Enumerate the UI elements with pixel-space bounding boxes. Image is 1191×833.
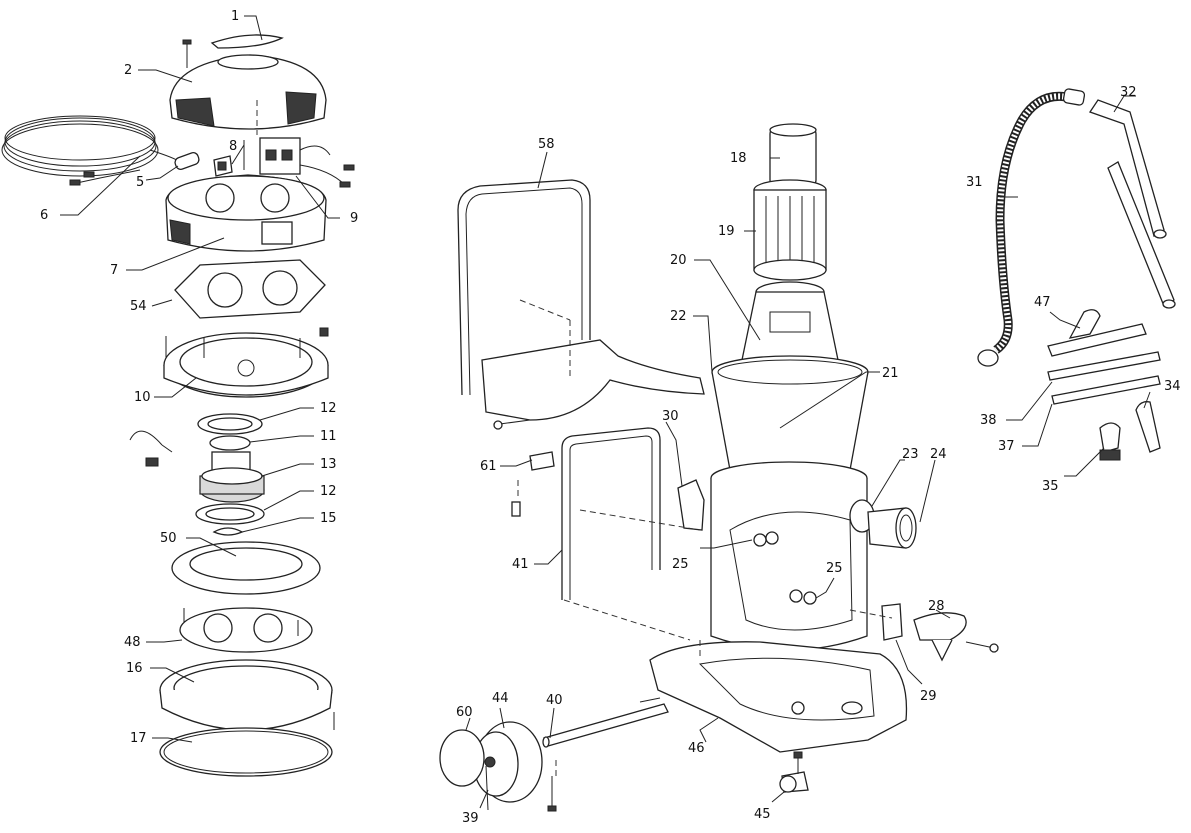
label-21: 21 <box>882 366 899 381</box>
label-17: 17 <box>130 731 147 746</box>
screw-handle <box>493 419 531 430</box>
label-31: 31 <box>966 175 983 190</box>
part-40-axle <box>542 703 669 748</box>
label-34: 34 <box>1164 379 1181 394</box>
label-10: 10 <box>134 390 151 405</box>
part-38-squeegee-strip <box>1047 351 1161 381</box>
motor-brush-leads <box>129 430 173 467</box>
part-48-filter-plate <box>179 607 313 653</box>
part-2-top-cover <box>169 54 327 130</box>
part-35-dust-brush <box>1099 422 1121 461</box>
part-41-frame <box>561 427 661 600</box>
part-28-nozzle <box>913 612 999 662</box>
part-16-tank-rim <box>159 659 335 731</box>
label-12-lower: 12 <box>320 484 337 499</box>
handle-bracket <box>481 339 705 421</box>
screw-top-left <box>182 39 192 68</box>
label-45: 45 <box>754 807 771 822</box>
label-20: 20 <box>670 253 687 268</box>
part-45-caster <box>779 751 809 793</box>
label-1: 1 <box>231 9 239 24</box>
label-2: 2 <box>124 63 132 78</box>
part-10-motor-base <box>163 327 329 398</box>
part-61-clip <box>511 451 555 517</box>
part-37-brush-strip <box>1051 375 1161 405</box>
part-7-motor-housing <box>165 174 327 252</box>
part-15-clip <box>212 527 244 536</box>
part-8-switch <box>213 140 245 177</box>
part-6-power-cord <box>1 115 181 186</box>
label-35: 35 <box>1042 479 1059 494</box>
label-48: 48 <box>124 635 141 650</box>
label-15: 15 <box>320 511 337 526</box>
part-54-gasket-plate <box>174 259 326 319</box>
part-50-seal-ring <box>171 541 321 595</box>
leader-lines <box>60 15 1151 809</box>
label-16: 16 <box>126 661 143 676</box>
part-30-latch <box>677 479 705 531</box>
label-24: 24 <box>930 447 947 462</box>
part-29-bracket <box>881 603 903 641</box>
part-9-switch-panel <box>259 137 355 188</box>
part-12-upper-bearing-ring <box>197 413 263 435</box>
part-labels: 1 2 5 6 7 8 9 54 10 12 11 13 12 15 50 48… <box>40 9 1181 826</box>
part-5-cord-grommet <box>174 152 200 170</box>
part-31-hose <box>977 88 1086 367</box>
label-50: 50 <box>160 531 177 546</box>
label-23: 23 <box>902 447 919 462</box>
label-25-upper: 25 <box>672 557 689 572</box>
label-54: 54 <box>130 299 147 314</box>
part-47-floor-tool <box>1047 309 1147 357</box>
label-44: 44 <box>492 691 509 706</box>
label-13: 13 <box>320 457 337 472</box>
part-39-washer <box>485 765 489 811</box>
label-39: 39 <box>462 811 479 826</box>
part-60-hub-cap <box>439 729 485 787</box>
label-25-lower: 25 <box>826 561 843 576</box>
part-21-filter-bowl <box>711 355 869 482</box>
label-30: 30 <box>662 409 679 424</box>
label-8: 8 <box>229 139 237 154</box>
label-46: 46 <box>688 741 705 756</box>
label-5: 5 <box>136 175 144 190</box>
label-19: 19 <box>718 224 735 239</box>
label-38: 38 <box>980 413 997 428</box>
part-46-base <box>639 641 908 753</box>
label-41: 41 <box>512 557 529 572</box>
part-58-handle <box>457 179 591 396</box>
label-32: 32 <box>1120 85 1137 100</box>
part-34-crevice-tool <box>1135 401 1161 453</box>
label-7: 7 <box>110 263 118 278</box>
part-1-cap <box>210 34 284 49</box>
label-9: 9 <box>350 211 358 226</box>
label-28: 28 <box>928 599 945 614</box>
part-18-float-cap <box>769 123 817 187</box>
part-32-wand <box>1088 99 1176 309</box>
part-13-motor <box>199 451 265 503</box>
label-29: 29 <box>920 689 937 704</box>
part-19-float-cage <box>753 179 827 281</box>
label-6: 6 <box>40 208 48 223</box>
label-47: 47 <box>1034 295 1051 310</box>
label-60: 60 <box>456 705 473 720</box>
label-12-upper: 12 <box>320 401 337 416</box>
label-58: 58 <box>538 137 555 152</box>
label-40: 40 <box>546 693 563 708</box>
screw-bottom <box>547 776 557 812</box>
label-61: 61 <box>480 459 497 474</box>
label-37: 37 <box>998 439 1015 454</box>
part-12-lower-bearing-ring <box>195 503 265 525</box>
part-44-wheel <box>473 721 543 803</box>
label-18: 18 <box>730 151 747 166</box>
part-11-bearing <box>209 435 251 451</box>
part-24-inlet-connector <box>867 507 917 549</box>
part-17-o-ring <box>159 727 333 777</box>
label-11: 11 <box>320 429 337 444</box>
part-22-tank <box>710 461 868 651</box>
label-22: 22 <box>670 309 687 324</box>
